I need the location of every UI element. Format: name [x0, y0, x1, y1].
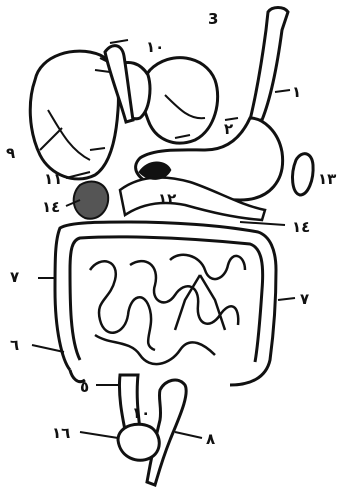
- label-duct-right: ١٤: [292, 218, 310, 236]
- label-bladder: ١٦: [52, 424, 70, 442]
- bladder: [118, 424, 159, 460]
- label-pancreas: ١٢: [158, 190, 176, 208]
- figure-number: 3: [208, 10, 218, 28]
- esophagus: [250, 8, 288, 121]
- spleen: [293, 154, 314, 195]
- small-intestine: [90, 255, 245, 364]
- label-appendix: ٦: [10, 336, 19, 354]
- label-rectum: ١٠: [132, 404, 150, 422]
- label-bile-duct: ١٠: [146, 38, 164, 56]
- label-stomach: ٢: [224, 120, 233, 138]
- label-small-intestine: ٧: [10, 268, 19, 286]
- label-liver: ٩: [6, 144, 15, 162]
- label-spleen: ١٣: [318, 170, 336, 188]
- label-colon-right: ٧: [300, 290, 309, 308]
- label-cecum: ٥: [80, 378, 89, 396]
- label-anus: ٨: [206, 430, 215, 448]
- label-gallbladder: ١١: [44, 170, 62, 188]
- label-gallbladder-left: ١٤: [42, 198, 60, 216]
- label-esophagus: ١: [292, 83, 301, 101]
